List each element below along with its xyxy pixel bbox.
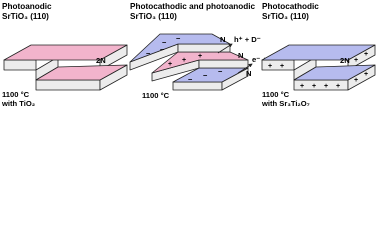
panel2-terrace3-front-face xyxy=(172,81,223,91)
plus-sign: + xyxy=(324,83,328,90)
plus-sign: + xyxy=(354,77,358,84)
plus-sign: + xyxy=(364,71,368,78)
panel1-title-line2: SrTiO₃ (110) xyxy=(2,12,49,21)
minus-sign: − xyxy=(160,45,165,54)
panel2-terrace1-top xyxy=(129,33,231,63)
panel2-terrace2-top xyxy=(151,51,249,74)
panel-photocathodic: Photocathodic SrTiO₃ (110) + + + + + + +… xyxy=(261,2,376,108)
panel1-lower-front-face xyxy=(35,79,101,91)
panel1-temperature: 1100 °C xyxy=(2,90,30,99)
panel2-terrace2-right-face xyxy=(198,59,249,69)
panel2-terrace1-right-face xyxy=(177,43,231,53)
plus-sign: + xyxy=(312,83,316,90)
minus-sign: − xyxy=(176,34,181,43)
reduction-arrow xyxy=(237,63,253,74)
panel-photoanodic: Photoanodic SrTiO₃ (110) 2N 1100 °C with… xyxy=(1,2,128,108)
panel2-step-label-middle: N xyxy=(238,51,243,60)
panel2-step-label-upper: N xyxy=(220,35,225,44)
panel2-step-label-lower: N xyxy=(246,69,251,78)
panel2-title-line1: Photocathodic and photoanodic xyxy=(130,2,256,11)
surface-step-schematic: Photoanodic SrTiO₃ (110) 2N 1100 °C with… xyxy=(1,2,376,108)
plus-sign: + xyxy=(268,63,272,70)
minus-sign: − xyxy=(188,75,193,84)
panel3-title-line1: Photocathodic xyxy=(262,2,319,11)
panel1-title-line1: Photoanodic xyxy=(2,2,52,11)
minus-sign: − xyxy=(162,38,167,47)
panel3-upper-terrace xyxy=(261,44,376,61)
panel3-step-height-label: 2N xyxy=(340,56,350,65)
panel3-surface-charges: + + + + + + + + + + xyxy=(268,51,368,90)
minus-sign: − xyxy=(218,67,223,76)
panel3-temperature: 1100 °C xyxy=(262,90,290,99)
plus-sign: + xyxy=(168,61,172,68)
panel1-upper-terrace xyxy=(3,44,128,61)
panel-mixed: Photocathodic and photoanodic SrTiO₃ (11… xyxy=(129,2,278,100)
panel3-condition: with Sr₃Ti₂O₇ xyxy=(261,99,310,108)
panel1-condition: with TiO₂ xyxy=(1,99,35,108)
plus-sign: + xyxy=(354,57,358,64)
oxidation-reaction: h⁺ + D⁻ xyxy=(234,35,261,44)
plus-sign: + xyxy=(198,53,202,60)
plus-sign: + xyxy=(182,57,186,64)
panel2-surface-charges: − − − − + + + − − − xyxy=(146,34,223,84)
panel1-lower-terrace xyxy=(35,64,128,81)
panel3-title-line2: SrTiO₃ (110) xyxy=(262,12,309,21)
minus-sign: − xyxy=(203,71,208,80)
panel1-upper-front-face xyxy=(3,59,37,71)
panel2-temperature: 1100 °C xyxy=(142,91,170,100)
panel2-title-line2: SrTiO₃ (110) xyxy=(130,12,177,21)
panel3-upper-front-face xyxy=(261,59,295,71)
plus-sign: + xyxy=(336,83,340,90)
oxidation-arrow xyxy=(217,43,233,54)
plus-sign: + xyxy=(280,63,284,70)
plus-sign: + xyxy=(300,83,304,90)
panel3-lower-terrace xyxy=(293,64,376,81)
minus-sign: − xyxy=(146,49,151,58)
plus-sign: + xyxy=(364,51,368,58)
panel1-step-height-label: 2N xyxy=(96,56,106,65)
